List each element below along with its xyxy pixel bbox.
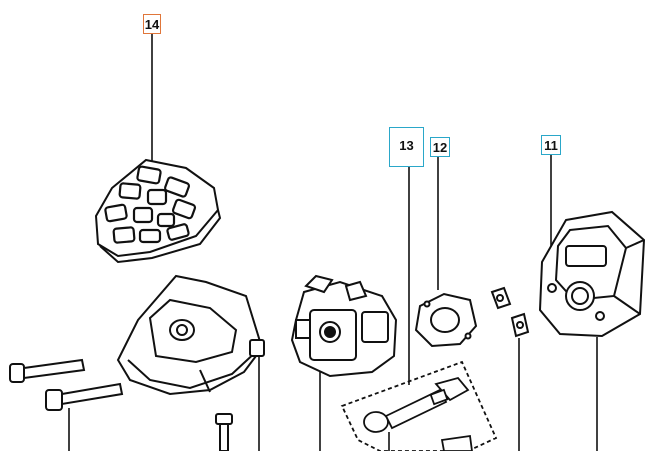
nut-part xyxy=(490,286,512,310)
callout-12[interactable]: 12 xyxy=(430,137,450,157)
bolt-part xyxy=(45,382,124,411)
impulse-hose-kit-part xyxy=(340,360,498,451)
gasket-part xyxy=(414,292,478,348)
bolt-part xyxy=(9,358,86,383)
leader-lines xyxy=(68,34,598,451)
carburetor-housing-part xyxy=(538,210,646,338)
filter-cover-part xyxy=(116,274,265,396)
carburetor-part xyxy=(290,274,398,378)
screw-part xyxy=(215,413,233,451)
callout-13[interactable]: 13 xyxy=(389,127,424,167)
callout-11[interactable]: 11 xyxy=(541,135,561,155)
callout-14[interactable]: 14 xyxy=(143,14,161,34)
nut-part xyxy=(510,312,530,338)
air-filter-part xyxy=(94,158,222,264)
